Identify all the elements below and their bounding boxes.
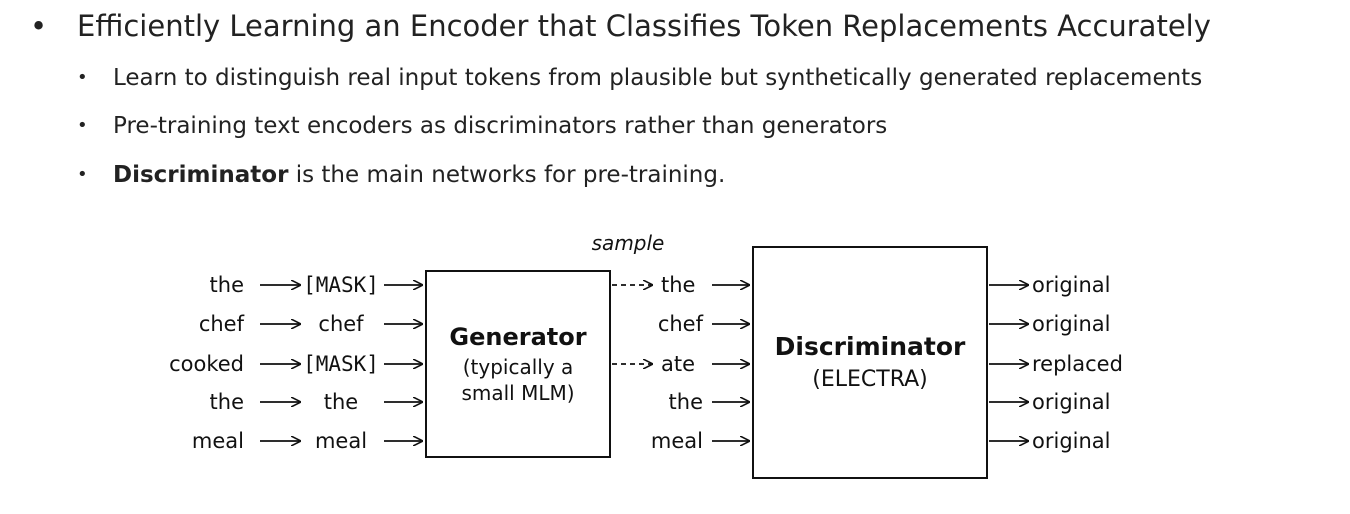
generator-subtitle-1: (typically a xyxy=(463,355,574,379)
masked-input-token: the xyxy=(324,390,358,414)
sub-bullet-text: Pre-training text encoders as discrimina… xyxy=(113,113,888,139)
output-label: replaced xyxy=(1032,352,1123,376)
masked-input-token: chef xyxy=(318,312,364,336)
output-label: original xyxy=(1032,312,1111,336)
bullet-dot: • xyxy=(77,164,88,185)
generator-title: Generator xyxy=(449,323,586,351)
output-label: original xyxy=(1032,429,1111,453)
mask-token: [MASK] xyxy=(303,273,379,297)
discriminator-title: Discriminator xyxy=(775,332,966,361)
main-bullet-text: Efficiently Learning an Encoder that Cla… xyxy=(77,9,1211,43)
discriminator-subtitle: (ELECTRA) xyxy=(812,367,927,392)
masked-input-token: meal xyxy=(315,429,367,453)
input-token: chef xyxy=(199,312,245,336)
bullet-dot: • xyxy=(77,67,88,88)
sub-bullet-bold: Discriminator xyxy=(113,162,289,188)
mask-token: [MASK] xyxy=(303,352,379,376)
input-token: cooked xyxy=(169,352,244,376)
sampled-token: the xyxy=(669,390,703,414)
discriminator-box xyxy=(752,246,988,479)
output-label: original xyxy=(1032,273,1111,297)
sub-bullet-text: Learn to distinguish real input tokens f… xyxy=(113,65,1203,91)
output-label: original xyxy=(1032,390,1111,414)
sub-bullet-text: is the main networks for pre-training. xyxy=(288,162,726,188)
sampled-token: the xyxy=(661,273,695,297)
sample-label: sample xyxy=(592,231,665,255)
bullet-dot: • xyxy=(30,9,48,43)
sampled-token: chef xyxy=(658,312,704,336)
generator-subtitle-2: small MLM) xyxy=(461,381,574,405)
input-token: meal xyxy=(192,429,244,453)
bullet-dot: • xyxy=(77,115,88,136)
input-token: the xyxy=(210,273,244,297)
input-token: the xyxy=(210,390,244,414)
sampled-token: ate xyxy=(661,352,695,376)
generator-box xyxy=(425,270,611,458)
sampled-token: meal xyxy=(651,429,703,453)
